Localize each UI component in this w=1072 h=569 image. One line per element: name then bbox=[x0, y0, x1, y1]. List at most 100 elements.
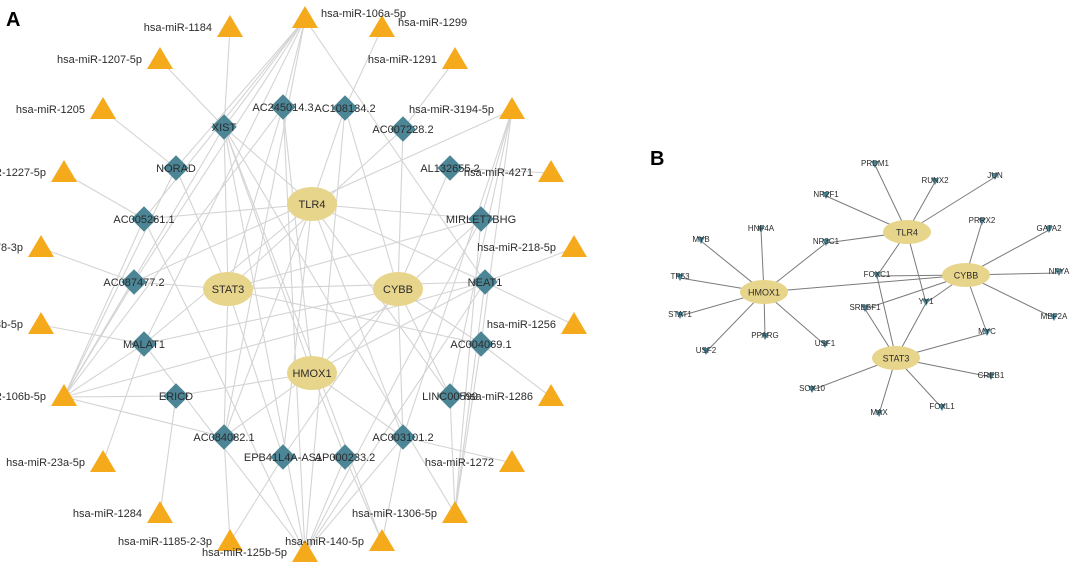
label-b-cybb: CYBB bbox=[954, 270, 979, 280]
label-b-foxl1: FOXL1 bbox=[929, 402, 955, 411]
label-b-gata2: GATA2 bbox=[1036, 224, 1062, 233]
gene-node-hmox1 bbox=[287, 356, 337, 390]
mirna-node-m218 bbox=[561, 235, 587, 257]
label-b-creb1: CREB1 bbox=[978, 371, 1005, 380]
edge-a-m1291-ac007228 bbox=[402, 59, 456, 130]
tf-node-yy1 bbox=[922, 299, 930, 306]
mirna-node-m1291 bbox=[442, 47, 468, 69]
tf-node-jun bbox=[991, 173, 999, 180]
mirna-node-m3194 bbox=[499, 97, 525, 119]
label-a-ac084082: AC084082.1 bbox=[193, 432, 254, 444]
label-a-m1185: hsa-miR-1185-2-3p bbox=[118, 536, 212, 548]
label-a-al132655: AL132655.2 bbox=[420, 163, 479, 175]
label-a-ac245014: AC245014.3 bbox=[252, 102, 313, 114]
tf-node-mef2a bbox=[1050, 314, 1058, 321]
label-a-ac087477: AC087477.2 bbox=[103, 277, 164, 289]
label-b-nr2f1: NR2F1 bbox=[813, 190, 839, 199]
tf-node-runx2 bbox=[931, 178, 939, 185]
mirna-node-m4271 bbox=[538, 160, 564, 182]
edge-a-cybb-ac108134 bbox=[344, 107, 399, 290]
edge-a-tlr4-epb41l4a bbox=[282, 203, 313, 458]
label-a-m218: hsa-miR-218-5p bbox=[477, 242, 556, 254]
label-a-m23a: hsa-miR-23a-5p bbox=[6, 457, 85, 469]
label-a-ac108134: AC108134.2 bbox=[314, 103, 375, 115]
lncrna-node-ac004069 bbox=[468, 331, 494, 357]
edge-a-m1227-ac005261 bbox=[63, 172, 145, 220]
label-b-nfya: NFYA bbox=[1049, 267, 1070, 276]
label-a-ac004069: AC004069.1 bbox=[450, 339, 511, 351]
edge-a-stat3-mirlet7bhg bbox=[227, 218, 482, 290]
network-b: PRDM1RUNX2JUNNR2F1PRRX2GATA2HNF4ANR3C1MY… bbox=[668, 159, 1070, 417]
mirna-node-m1227 bbox=[51, 160, 77, 182]
label-a-linc00599: LINC00599 bbox=[422, 391, 478, 403]
lncrna-node-ac003101 bbox=[390, 424, 416, 450]
edge-a-m140-xist bbox=[223, 126, 383, 543]
edge-a-m106a-malat1 bbox=[143, 18, 306, 345]
label-a-ericd: ERICD bbox=[159, 391, 193, 403]
edge-a-m106b-ac084082 bbox=[63, 396, 225, 438]
label-b-tp53: TP53 bbox=[670, 272, 690, 281]
label-a-m3194: hsa-miR-3194-5p bbox=[409, 104, 494, 116]
tf-node-usf1 bbox=[821, 341, 829, 348]
edge-a-cybb-linc00599 bbox=[397, 288, 451, 397]
label-a-m1272: hsa-miR-1272 bbox=[425, 457, 494, 469]
gene-node-tlr4 bbox=[287, 187, 337, 221]
edge-a-m106b-ac005261 bbox=[63, 218, 145, 398]
edge-a-stat3-epb41l4a bbox=[227, 288, 284, 458]
edge-a-m106b-malat1 bbox=[63, 343, 145, 398]
lncrna-node-malat1 bbox=[131, 331, 157, 357]
label-a-m1256: hsa-miR-1256 bbox=[487, 319, 556, 331]
lncrna-node-ac108134 bbox=[332, 95, 358, 121]
tf-node-pparg bbox=[761, 333, 769, 340]
edge-a-m106b-ac245014 bbox=[63, 106, 284, 398]
edge-a-m23a-malat1 bbox=[102, 343, 145, 464]
edge-a-m1306-neat1 bbox=[454, 281, 486, 515]
edge-a-cybb-al132655 bbox=[397, 167, 451, 290]
edge-a-cybb-ac007228 bbox=[397, 128, 404, 290]
label-b-mef2a: MEF2A bbox=[1041, 312, 1068, 321]
edge-a-m3194-linc00599 bbox=[449, 109, 513, 397]
label-a-m1284: hsa-miR-1284 bbox=[73, 508, 142, 520]
lncrna-node-ac087477 bbox=[121, 269, 147, 295]
tf-node-sox10 bbox=[808, 386, 816, 393]
edge-b-stat3-foxc1 bbox=[876, 275, 897, 359]
label-a-xist: XIST bbox=[212, 122, 237, 134]
tf-node-gata2 bbox=[1045, 226, 1053, 233]
tf-node-foxc1 bbox=[873, 272, 881, 279]
mirna-node-m125b bbox=[292, 540, 318, 562]
mirna-node-m1299 bbox=[369, 15, 395, 37]
edge-a-m125b-ac003101 bbox=[304, 436, 404, 554]
edge-a-hmox1-ac245014 bbox=[282, 106, 313, 374]
edge-a-m106a-xist bbox=[223, 18, 306, 128]
mirna-node-m140 bbox=[369, 529, 395, 551]
edge-a-m106a-norad bbox=[175, 18, 306, 169]
mirna-node-m23a bbox=[90, 450, 116, 472]
edge-a-m106b-norad bbox=[63, 167, 177, 398]
label-a-m1205: hsa-miR-1205 bbox=[16, 104, 85, 116]
edge-a-m125b-xist bbox=[223, 126, 306, 554]
label-a-m125b: hsa-miR-125b-5p bbox=[202, 547, 287, 559]
tf-node-prrx2 bbox=[978, 218, 986, 225]
tf-node-stat1 bbox=[676, 312, 684, 319]
label-a-cybb: CYBB bbox=[383, 284, 413, 296]
label-b-usf1: USF1 bbox=[815, 339, 836, 348]
tf-node-nr3c1 bbox=[822, 239, 830, 246]
edge-a-tlr4-mirlet7bhg bbox=[311, 203, 482, 220]
edge-a-tlr4-ac003101 bbox=[311, 203, 404, 438]
lncrna-node-epb41l4a bbox=[270, 444, 296, 470]
mirna-node-m1185 bbox=[217, 529, 243, 551]
edge-a-tlr4-neat1 bbox=[311, 203, 486, 283]
tf-node-nr2f1 bbox=[822, 192, 830, 199]
edge-a-m3194-ac003101 bbox=[402, 109, 513, 438]
edge-a-m106a-ac087477 bbox=[133, 18, 306, 283]
label-a-ac007228: AC007228.2 bbox=[372, 124, 433, 136]
label-b-stat1: STAT1 bbox=[668, 310, 692, 319]
mirna-node-m1272 bbox=[499, 450, 525, 472]
mirna-node-m1205 bbox=[90, 97, 116, 119]
network-b-nodes: PRDM1RUNX2JUNNR2F1PRRX2GATA2HNF4ANR3C1MY… bbox=[668, 159, 1070, 417]
edge-a-m1306-xist bbox=[223, 126, 456, 515]
label-b-max: MAX bbox=[870, 408, 888, 417]
